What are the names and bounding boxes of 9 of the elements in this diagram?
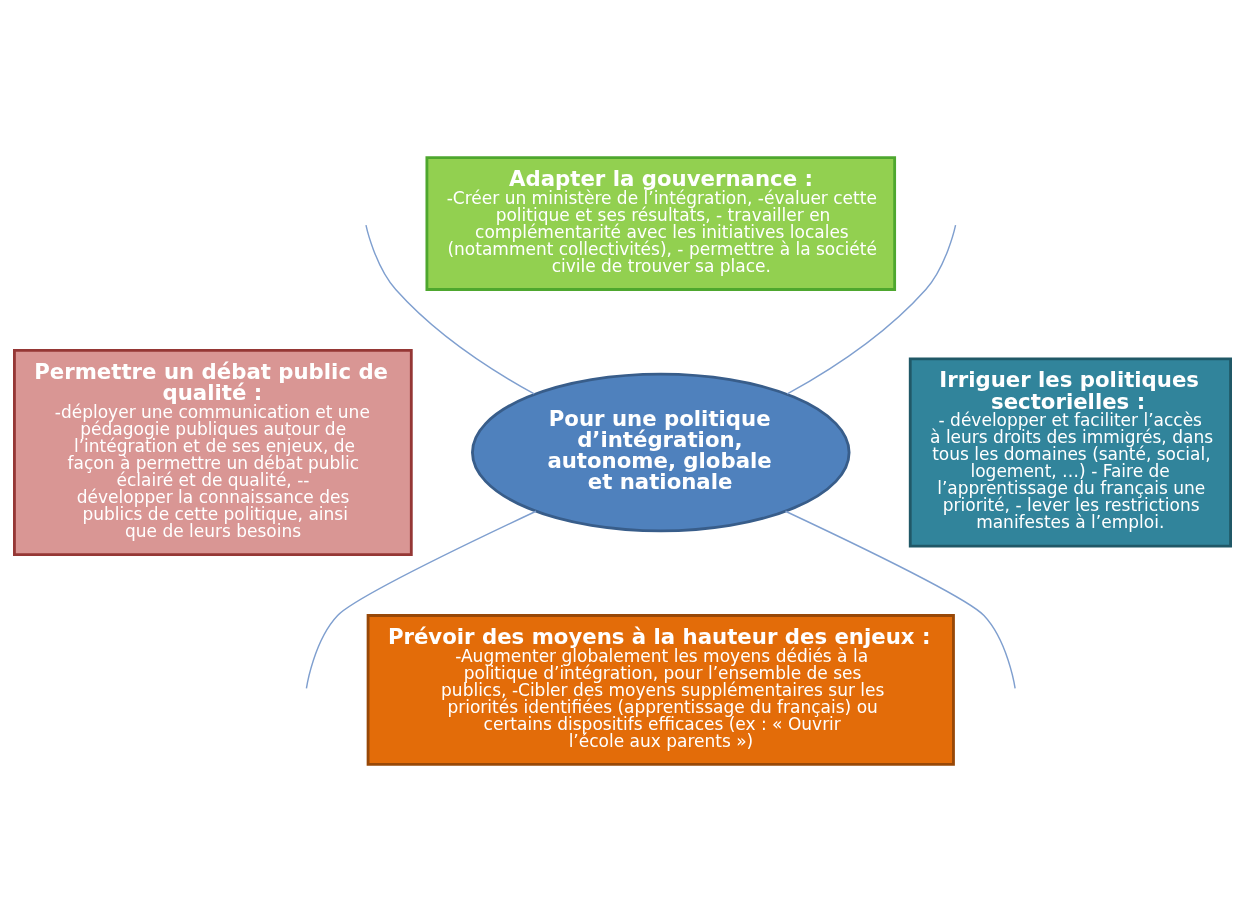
node-ellipse: Pour une politique d’intégration, autonome, globale et nationale: [471, 372, 851, 533]
connector: [784, 510, 1016, 690]
connector: [365, 224, 535, 395]
node-box: Adapter la gouvernance : -Créer un ministère de l’intégration, -évaluer cette politique et ses résultats, - travailler en complémentarité avec les initiatives locales (notamment collectivités), - permettre à la société civile de trouver sa place.: [425, 156, 897, 291]
connector: [305, 510, 537, 690]
node-box: Irriguer les politiques sectorielles : - développer et faciliter l’accès à leurs droits des immigrés, dans tous les domaines (santé, social, logement, …) - Faire de l’apprentissage du français une priorité, - lever les restrictions manifestes à l’emploi.: [908, 357, 1232, 548]
connector: [786, 224, 957, 395]
node-box: Permettre un débat public de qualité : -déployer une communication et une pédagogie publiques autour de l’intégration et de ses enjeux, de façon à permettre un débat public éclairé et de qualité, -- développer la connaissance des publics de cette politique, ainsi que de leurs besoins: [13, 349, 413, 556]
node-box: Prévoir des moyens à la hauteur des enjeux : -Augmenter globalement les moyens dédiés à la politique d’intégration, pour l’ensemble de ses publics, -Cibler des moyens supplémentaires sur les priorités identifiées (apprentissage du français) ou certains dispositifs efficaces (ex : « Ouvrir l’école aux parents »): [366, 614, 955, 766]
